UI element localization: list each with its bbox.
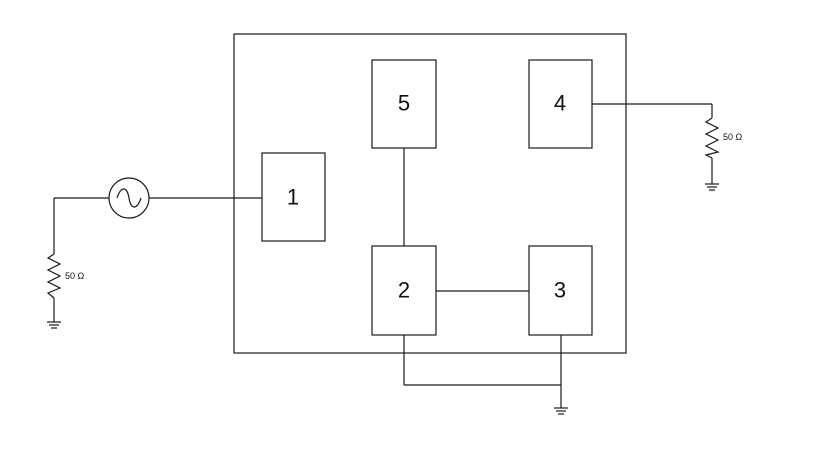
block-3: 3 bbox=[528, 245, 593, 336]
ground-left-icon bbox=[47, 321, 61, 329]
resistor-left-label: 50 Ω bbox=[65, 271, 85, 281]
resistor-right-label: 50 Ω bbox=[723, 132, 743, 142]
ground-right-icon bbox=[705, 183, 719, 191]
ground-bottom-icon bbox=[554, 407, 568, 415]
block-1-label: 1 bbox=[287, 185, 299, 210]
block-2-label: 2 bbox=[398, 278, 410, 303]
block-5: 5 bbox=[371, 59, 437, 149]
block-1: 1 bbox=[261, 152, 326, 242]
block-5-label: 5 bbox=[398, 91, 410, 116]
block-3-label: 3 bbox=[554, 278, 566, 303]
resistor-right-icon bbox=[704, 117, 720, 159]
block-2: 2 bbox=[371, 245, 437, 336]
block-4-label: 4 bbox=[554, 91, 566, 116]
block-4: 4 bbox=[528, 59, 593, 149]
wires bbox=[53, 103, 713, 408]
ac-source-icon bbox=[108, 177, 150, 219]
resistor-left-icon bbox=[46, 253, 62, 299]
